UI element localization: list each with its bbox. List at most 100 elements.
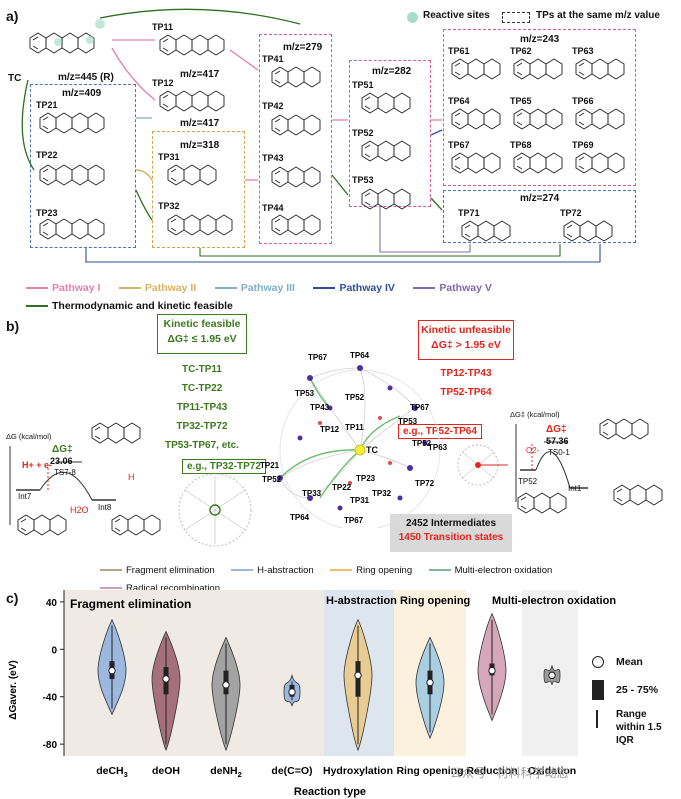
pathway-4-swatch [313,287,336,290]
mean-marker-de(C=O) [288,688,296,696]
unfeasible-box: Kinetic unfeasible ΔG‡ > 1.95 eV [418,320,514,360]
svg-text:TP64: TP64 [350,351,370,360]
mean-marker-Ring opening [426,678,434,687]
violin-chart: Fragment elimination H-abstraction Ring … [8,590,616,798]
pathway-4-label: Pathway IV [339,282,395,294]
pathway-5-label: Pathway V [439,282,492,294]
legend-pathway-1: Pathway I [26,282,100,294]
feasible-item-3: TP11-TP43 [176,402,228,413]
label-tp61: TP61 [448,46,470,56]
left-energy-profile [9,446,116,525]
feasible-item-2: TC-TP22 [181,383,223,394]
x-tick-label-deNH2: deNH2 [210,765,242,779]
label-tp42: TP42 [262,101,284,111]
section-label-ring-opening: Ring opening [400,595,470,607]
thermo-swatch [26,305,48,308]
svg-text:TC: TC [366,445,378,455]
legend-iqr-label: 25 - 75% [616,684,659,696]
unfeasible-item-2: TP52-TP64 [440,387,492,398]
svg-text:TP33: TP33 [302,489,322,498]
legend-range-marker [596,710,598,728]
mean-marker-deOH [162,675,170,683]
ring-opening-label: Ring opening [356,565,413,576]
h-abstraction-label: H-abstraction [257,565,314,576]
box1-mz: m/z=409 [62,88,102,99]
x-tick-label-deCH3: deCH3 [96,765,128,779]
left-molecule-bottom [17,514,67,536]
ring-opening-swatch [330,569,353,572]
svg-text:TP11: TP11 [345,423,364,432]
legend-pathway-2: Pathway II [118,282,197,294]
x-axis-title: Reaction type [294,786,366,798]
svg-text:TP67: TP67 [344,516,364,525]
fragment-swatch [100,569,122,572]
feasible-example: e.g., TP32-TP72 [182,459,266,474]
label-tp64: TP64 [448,96,470,106]
stats-box: 2452 Intermediates 1450 Transition state… [390,514,512,552]
pathway-1-swatch [26,287,48,290]
x-tick-label-Hydroxylation: Hydroxylation [323,765,393,777]
feasible-box: Kinetic feasible ΔG‡ ≤ 1.95 eV [157,314,247,354]
section-label-fragment: Fragment elimination [70,597,191,611]
svg-text:TP21: TP21 [260,461,280,470]
pathway-5-swatch [413,287,436,290]
tc-label: TC [8,73,22,84]
mean-marker-Hydroxylation [354,671,362,680]
right-tp52: TP52 [518,477,538,486]
left-dg-label: ΔG‡ [52,444,73,455]
reactive-sites-label: Reactive sites [423,10,490,21]
label-tp44: TP44 [262,203,284,213]
right-molecule-int1 [613,484,663,506]
y-tick-label: -40 [43,693,58,704]
left-h: H [128,472,135,482]
box-mz279 [259,34,332,244]
panel-b-letter: b) [6,318,20,334]
legend-fragment: Fragment elimination [100,565,215,576]
label-tp12: TP12 [152,78,174,88]
reaction-network: TC TP67 TP64 TP53 TP43 TP52 TP12 TP11 TP… [260,351,448,528]
label-tp67: TP67 [448,140,470,150]
box5-mz: m/z=282 [372,66,412,77]
label-tp62: TP62 [510,46,532,56]
label-tp66: TP66 [572,96,594,106]
left-dg-value: 23.06 [50,456,73,466]
mean-marker-Reduction [488,666,496,675]
label-tp22: TP22 [36,150,58,160]
right-molecule-bottom [517,492,567,514]
pathway-2-label: Pathway II [144,282,197,294]
legend-mean-marker [592,656,604,668]
x-tick-label-Oxidation: Oxidation [528,765,576,777]
left-ts-label: TS7-8 [54,468,76,477]
tc-mz: m/z=445 (R) [58,72,114,83]
right-int1: Int1 [568,484,582,493]
svg-text:TP22: TP22 [332,483,352,492]
unfeasible-zoom [457,444,508,486]
legend-thermo: Thermodynamic and kinetic feasible [26,300,233,312]
left-energy-axis: ΔG (kcal/mol) [6,432,52,441]
label-tp31: TP31 [158,152,180,162]
feasible-zoom [178,473,252,547]
radical-swatch [100,587,122,590]
left-reactant: H+ + e- [22,460,53,470]
box3-mz: m/z=318 [180,140,220,151]
svg-text:TP53: TP53 [295,389,315,398]
left-int7: Int7 [18,492,32,501]
legend-pathway-5: Pathway V [413,282,492,294]
left-molecule-top [91,422,141,444]
pathway-3-label: Pathway III [240,282,295,294]
axes: 400-40-80 [43,590,65,756]
right-dg-label: ΔG‡ [546,424,567,435]
y-tick-label: 40 [46,598,58,609]
x-tick-label-Ring opening: Ring opening [396,765,463,777]
label-tp53: TP53 [352,175,374,185]
fragment-label: Fragment elimination [126,565,215,576]
transition-states-count: 1450 Transition states [398,532,504,543]
box-mz409 [30,84,136,248]
label-tp71: TP71 [458,208,480,218]
svg-text:TP67: TP67 [308,353,328,362]
feasible-list: TC-TP11 TC-TP22 TP11-TP43 TP32-TP72 TP53… [157,360,247,455]
label-tp69: TP69 [572,140,594,150]
box6-mz: m/z=243 [520,34,560,45]
panel-a-letter: a) [6,8,19,24]
label-tp68: TP68 [510,140,532,150]
